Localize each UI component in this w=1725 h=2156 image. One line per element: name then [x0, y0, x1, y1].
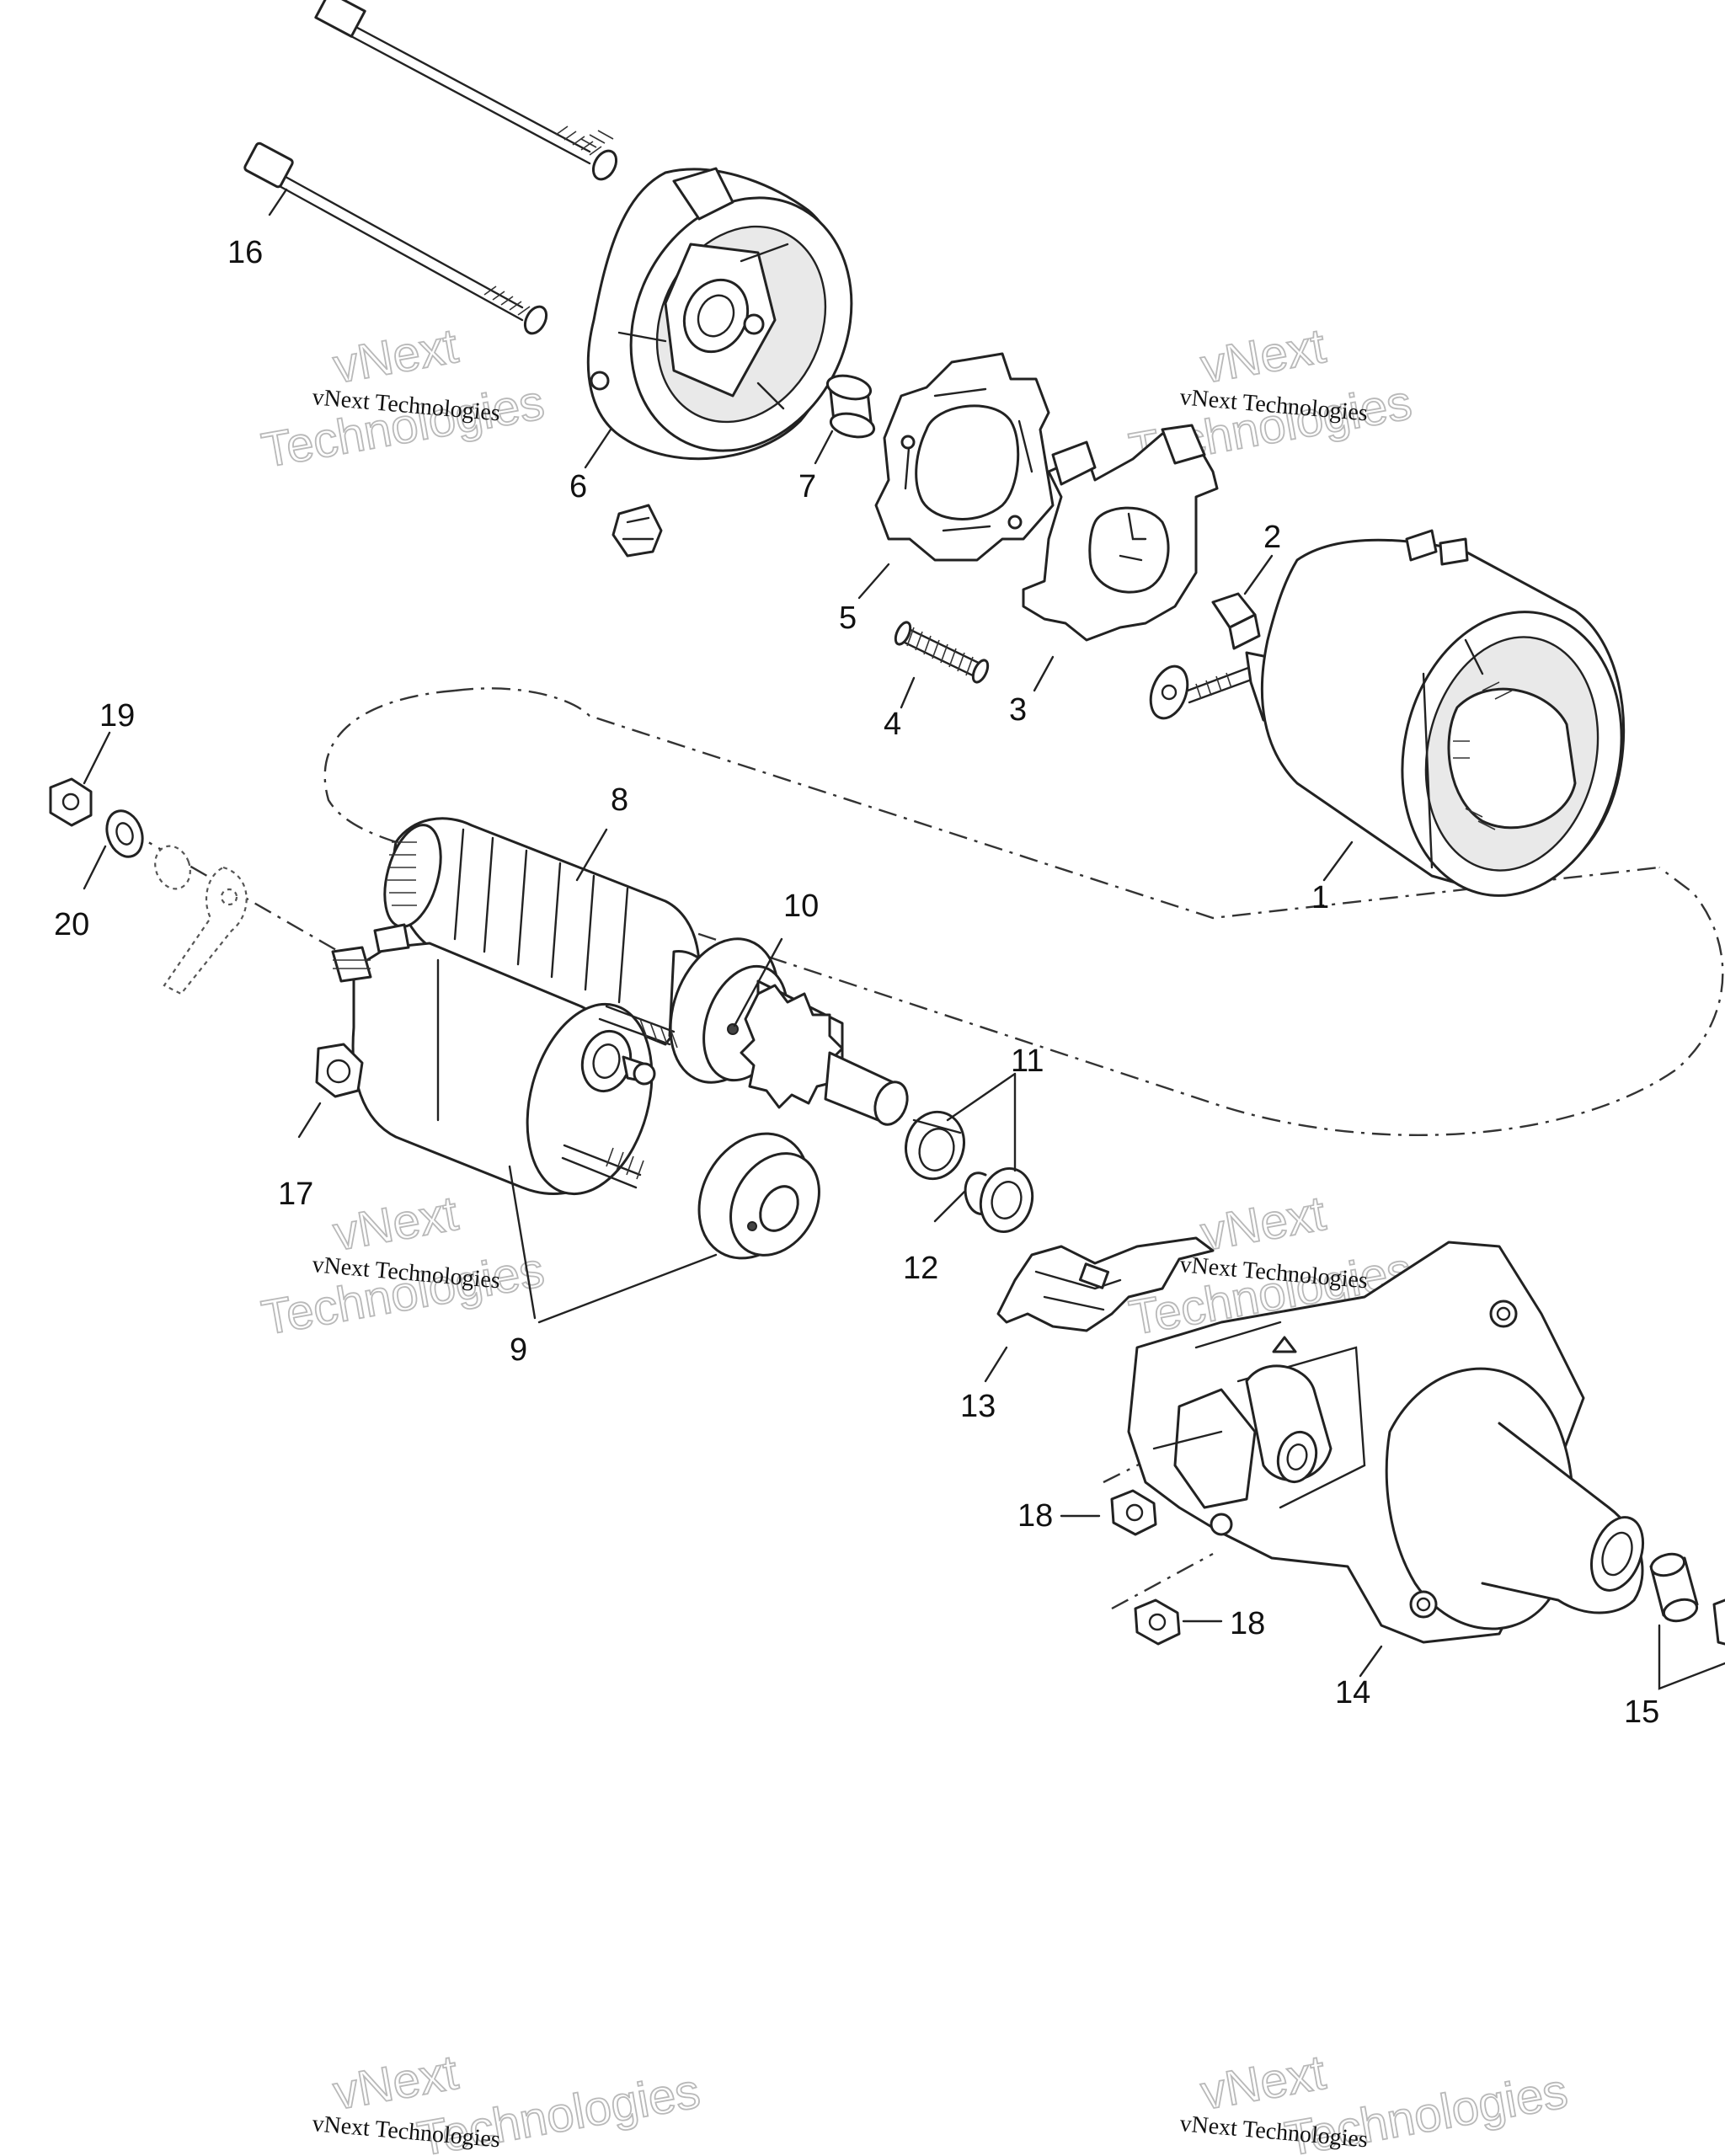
part-13-shift-lever: [996, 1236, 1215, 1332]
callout-18-upper: 18: [1017, 1498, 1053, 1534]
callout-17: 17: [278, 1177, 313, 1212]
through-bolt-lower: [243, 141, 548, 335]
part-2-brush: [1211, 592, 1261, 650]
callout-7: 7: [798, 469, 816, 504]
part-4-spring: [894, 621, 990, 684]
callout-18-lower: 18: [1230, 1606, 1265, 1641]
part-18-nut-upper: [1110, 1489, 1157, 1536]
part-16-through-bolts: [243, 0, 618, 335]
callout-14: 14: [1335, 1675, 1370, 1710]
callout-12: 12: [903, 1251, 938, 1286]
assembly-path: [323, 689, 1724, 1136]
watermark-big-top: vNext: [329, 318, 462, 394]
part-11-collar: [905, 1110, 965, 1181]
part-14-drive-housing: [1127, 1241, 1644, 1644]
part-7-bushing: [825, 374, 876, 439]
part-19-nut: [49, 777, 93, 827]
callout-13: 13: [960, 1389, 996, 1424]
watermark-bottom-right: vNext Technologies vNext Technologies: [1178, 2044, 1572, 2156]
callout-15: 15: [1624, 1694, 1659, 1730]
callout-8: 8: [611, 782, 628, 818]
watermark-top-left: vNext Technologies vNext Technologies: [257, 318, 549, 479]
watermark-bottom-left: vNext Technologies vNext Technologies: [311, 2044, 704, 2156]
callout-11: 11: [1011, 1043, 1044, 1079]
watermark-big-top: vNext: [329, 1186, 462, 1262]
part-3-brush-holder: [1022, 424, 1219, 642]
part-5-brush-plate: [874, 352, 1055, 562]
part-1-yoke: [1260, 529, 1626, 897]
leader-lines: [83, 188, 1725, 1690]
watermark-big-bottom: Technologies: [258, 1242, 548, 1346]
callout-2: 2: [1263, 520, 1281, 555]
callout-20: 20: [54, 907, 89, 942]
part-15-bushing: [1649, 1552, 1725, 1646]
part-9-solenoid: [331, 923, 820, 1260]
part-11-washer: [979, 1166, 1034, 1234]
through-bolt-upper: [314, 0, 618, 181]
part-20-lock-washer: [105, 809, 144, 858]
callout-10: 10: [783, 889, 819, 924]
watermark-big-bottom: Technologies: [258, 375, 548, 478]
part-18-nut-lower: [1134, 1598, 1181, 1646]
callout-5: 5: [839, 600, 857, 636]
callout-9: 9: [510, 1332, 527, 1368]
callout-16: 16: [227, 235, 263, 270]
part-10-clutch: [669, 937, 909, 1126]
part-17-nut: [315, 1043, 364, 1098]
watermark-big-top: vNext: [1197, 1186, 1329, 1262]
callout-19: 19: [99, 698, 135, 734]
watermark-big-top: vNext: [1197, 318, 1329, 394]
part-6-end-housing: [586, 167, 853, 461]
callout-4: 4: [884, 707, 901, 742]
brush-terminal-small: [611, 504, 663, 558]
ring-terminal-reference: [154, 845, 248, 995]
callout-1: 1: [1311, 880, 1329, 915]
callout-labels: 1 2 3 4 5 6 7 8 9 10 11 12 13 14 15 16 1…: [54, 235, 1659, 1730]
assembly-path-upper: [454, 687, 1660, 920]
callout-3: 3: [1009, 692, 1027, 728]
watermark-mid-left: vNext Technologies vNext Technologies: [257, 1185, 549, 1347]
callout-6: 6: [569, 469, 587, 504]
